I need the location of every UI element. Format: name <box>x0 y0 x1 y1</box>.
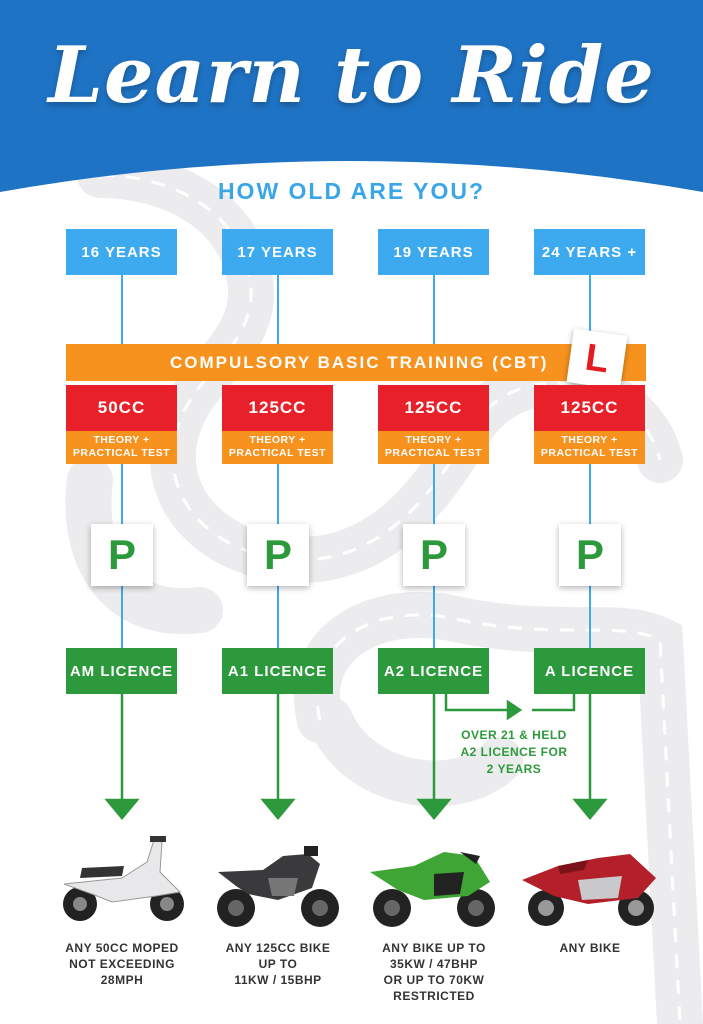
p-plate-icon: P <box>91 524 153 586</box>
age-box-16: 16 YEARS <box>66 229 177 275</box>
test-box: THEORY + PRACTICAL TEST <box>378 431 489 464</box>
cc-box-125: 125CC <box>534 385 645 431</box>
licence-box-a2: A2 LICENCE <box>378 648 489 694</box>
cbt-bar: COMPULSORY BASIC TRAINING (CBT) <box>66 344 646 381</box>
bike-description: ANY BIKE UP TO 35KW / 47BHP OR UP TO 70K… <box>382 941 486 1003</box>
sports-bike-red-icon <box>522 854 656 926</box>
progression-note: OVER 21 & HELD A2 LICENCE FOR 2 YEARS <box>460 728 568 776</box>
test-box: THEORY + PRACTICAL TEST <box>66 431 177 464</box>
cc-box-50: 50CC <box>66 385 177 431</box>
arrow-right-icon <box>506 699 523 721</box>
header-banner <box>0 0 703 192</box>
arrow-down-icon <box>104 798 140 820</box>
age-question: HOW OLD ARE YOU? <box>217 178 486 204</box>
bike-description: ANY 50CC MOPED NOT EXCEEDING 28MPH <box>65 941 179 987</box>
bike-description: ANY BIKE <box>559 941 621 955</box>
licence-box-am: AM LICENCE <box>66 648 177 694</box>
page-title: Learn to Ride <box>48 30 655 121</box>
test-box: THEORY + PRACTICAL TEST <box>534 431 645 464</box>
test-box: THEORY + PRACTICAL TEST <box>222 431 333 464</box>
moped-bike-icon <box>63 836 184 921</box>
naked-bike-icon <box>217 846 339 927</box>
p-plate-icon: P <box>559 524 621 586</box>
l-plate-icon: L <box>566 328 628 390</box>
arrow-down-icon <box>260 798 296 820</box>
arrow-down-icon <box>416 798 452 820</box>
progression-line <box>532 694 576 712</box>
p-plate-icon: P <box>247 524 309 586</box>
bike-description: ANY 125CC BIKE UP TO 11KW / 15BHP <box>225 941 331 987</box>
progression-line <box>444 694 508 712</box>
sports-bike-green-icon <box>370 852 495 927</box>
cc-box-125: 125CC <box>378 385 489 431</box>
cc-box-125: 125CC <box>222 385 333 431</box>
arrow-down-icon <box>572 798 608 820</box>
age-box-19: 19 YEARS <box>378 229 489 275</box>
cbt-label: COMPULSORY BASIC TRAINING (CBT) <box>170 352 549 372</box>
p-plate-icon: P <box>403 524 465 586</box>
licence-box-a1: A1 LICENCE <box>222 648 333 694</box>
age-box-24: 24 YEARS + <box>534 229 645 275</box>
licence-box-a: A LICENCE <box>534 648 645 694</box>
age-box-17: 17 YEARS <box>222 229 333 275</box>
